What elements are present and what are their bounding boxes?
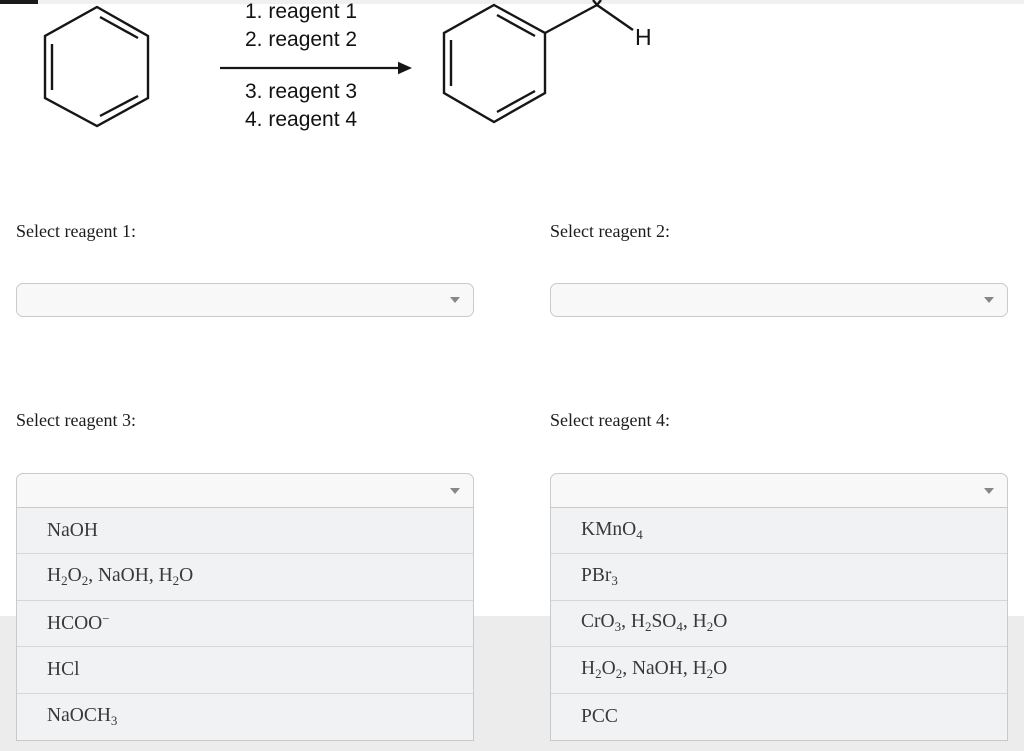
chevron-down-icon	[450, 297, 460, 303]
step-label-1: 1. reagent 1	[245, 0, 358, 23]
option-label: HCOO−	[47, 611, 110, 635]
reagent3-option-1[interactable]: NaOH	[17, 508, 473, 555]
option-label: H2O2, NaOH, H2O	[581, 658, 727, 682]
formula-text: O	[601, 657, 616, 679]
reagent3-option-5[interactable]: NaOCH3	[17, 693, 473, 740]
step-label-4: 4. reagent 4	[245, 108, 358, 131]
formula-text: NaOH	[47, 519, 98, 541]
formula-text: PBr	[581, 565, 612, 587]
select-reagent-2-label: Select reagent 2:	[550, 221, 670, 241]
chevron-down-icon	[984, 297, 994, 303]
step-label-2: 2. reagent 2	[245, 28, 358, 51]
reaction-structures-svg	[43, 0, 634, 128]
option-label: PBr3	[581, 565, 618, 589]
formula-text: O	[713, 657, 728, 679]
top-strip	[0, 0, 1024, 4]
subscript: 3	[110, 712, 118, 728]
formula-text: O	[713, 611, 728, 633]
formula-text: HCOO	[47, 613, 103, 635]
formula-text: H	[581, 657, 596, 679]
benzaldehyde-product	[442, 0, 634, 124]
chevron-down-icon	[450, 487, 460, 494]
select-reagent-3-label: Select reagent 3:	[16, 410, 136, 430]
reagent-2-dropdown[interactable]	[550, 283, 1008, 317]
reaction-arrow	[220, 61, 412, 75]
option-label: H2O2, NaOH, H2O	[47, 565, 193, 589]
select-reagent-4-label: Select reagent 4:	[550, 410, 670, 430]
subscript: 3	[611, 573, 618, 589]
reagent-3-dropdown[interactable]	[16, 473, 474, 508]
subscript: 2	[706, 665, 714, 681]
formula-text: KMnO	[581, 518, 637, 540]
reagent3-option-3[interactable]: HCOO−	[17, 600, 473, 648]
option-label: CrO3, H2SO4, H2O	[581, 611, 727, 635]
aldehyde-h-label: H	[635, 24, 652, 50]
option-label: NaOCH3	[47, 705, 117, 729]
formula-text: CrO	[581, 611, 615, 633]
reagent-4-dropdown[interactable]	[550, 473, 1008, 508]
option-label: KMnO4	[581, 519, 643, 543]
formula-text: H	[47, 565, 62, 587]
option-label: NaOH	[47, 520, 98, 542]
formula-text: , H	[682, 611, 707, 633]
option-label: PCC	[581, 706, 618, 728]
reagent4-option-3[interactable]: CrO3, H2SO4, H2O	[551, 600, 1007, 648]
formula-text: NaOCH	[47, 704, 111, 726]
step-label-3: 3. reagent 3	[245, 80, 358, 103]
subscript: 2	[595, 665, 602, 681]
subscript: 3	[614, 619, 622, 635]
option-label: HCl	[47, 659, 80, 681]
benzene-reactant	[43, 5, 150, 128]
reagent3-option-4[interactable]: HCl	[17, 647, 473, 694]
reagent-1-dropdown[interactable]	[16, 283, 474, 317]
select-reagent-1-label: Select reagent 1:	[16, 221, 136, 241]
reagent4-option-2[interactable]: PBr3	[551, 554, 1007, 601]
subscript: 2	[61, 573, 68, 589]
subscript: 4	[636, 526, 643, 542]
subscript: 2	[706, 619, 714, 635]
reagent3-option-2[interactable]: H2O2, NaOH, H2O	[17, 554, 473, 601]
chevron-down-icon	[984, 487, 994, 494]
formula-text: PCC	[581, 705, 618, 727]
reagent4-option-5[interactable]: PCC	[551, 693, 1007, 740]
formula-text: O	[179, 565, 194, 587]
formula-text: SO	[651, 611, 677, 633]
formula-text: O	[67, 565, 82, 587]
reagent4-option-1[interactable]: KMnO4	[551, 508, 1007, 555]
formula-text: HCl	[47, 658, 80, 680]
subscript: 2	[172, 573, 180, 589]
formula-text: , NaOH, H	[622, 657, 707, 679]
top-strip-dark-segment	[0, 0, 38, 4]
formula-text: , NaOH, H	[88, 565, 173, 587]
subscript: 2	[81, 573, 89, 589]
superscript: −	[102, 611, 110, 627]
reagent4-option-4[interactable]: H2O2, NaOH, H2O	[551, 647, 1007, 694]
subscript: 2	[644, 619, 652, 635]
subscript: 4	[676, 619, 683, 635]
reaction-scheme: 1. reagent 1 2. reagent 2 3. reagent 3 4…	[0, 0, 700, 165]
subscript: 2	[615, 665, 623, 681]
formula-text: , H	[621, 611, 645, 633]
